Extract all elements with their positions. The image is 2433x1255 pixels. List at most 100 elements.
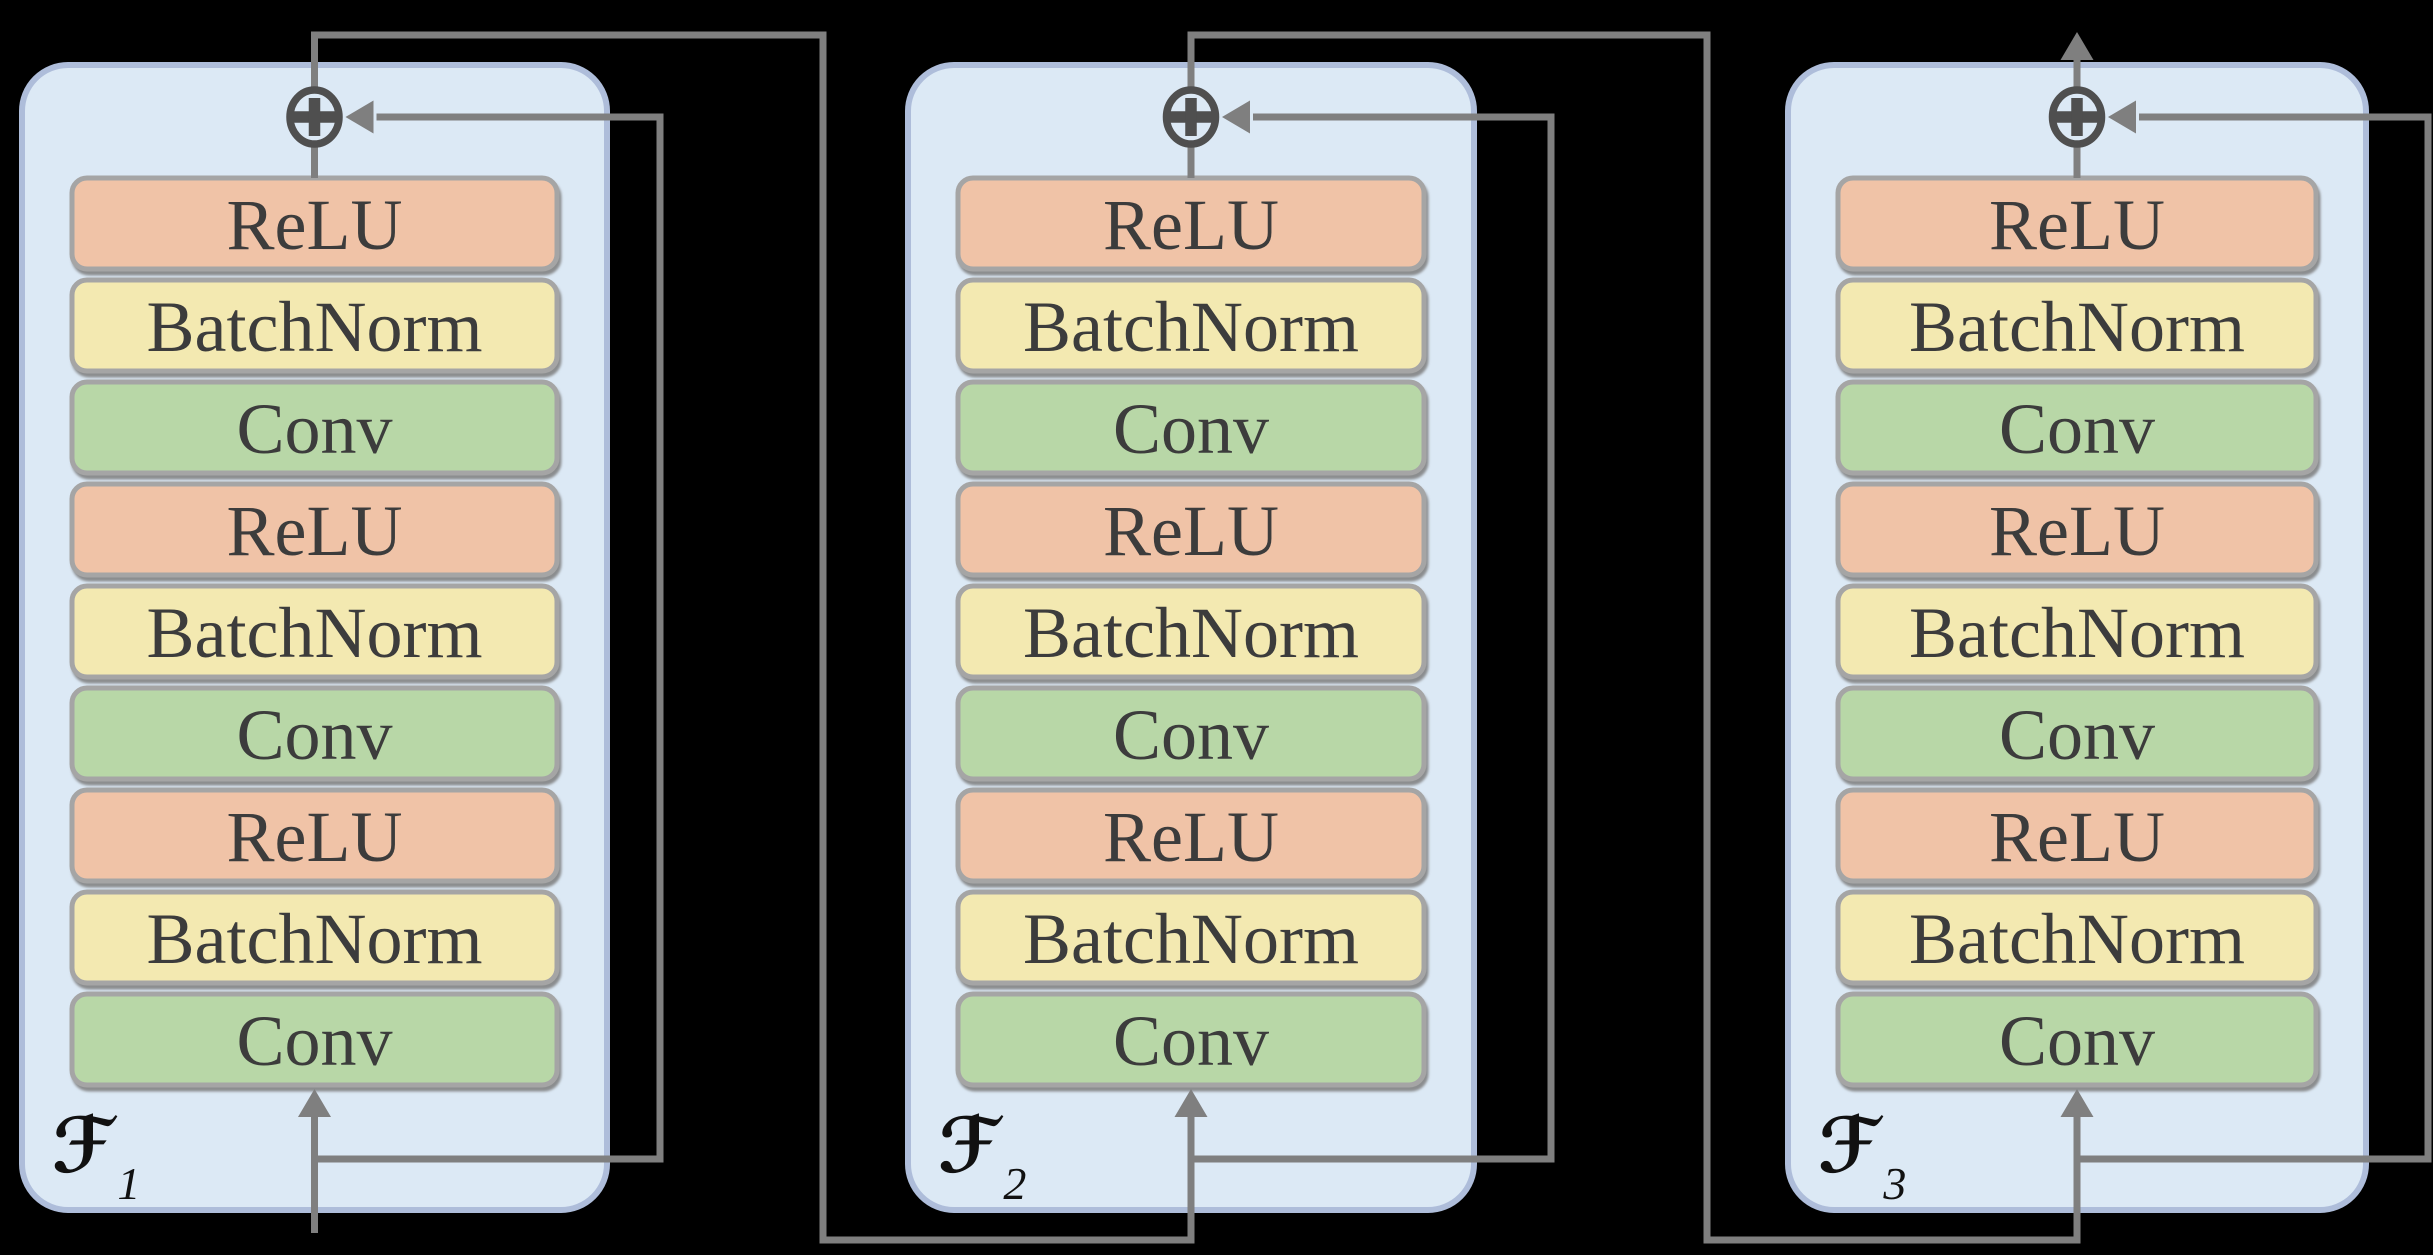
layer-label: BatchNorm — [1023, 593, 1359, 673]
layer-relu-7: ReLU — [69, 787, 560, 884]
output-connector-F2 — [1187, 31, 2081, 1244]
layer-relu-4: ReLU — [1835, 481, 2319, 578]
layer-label: Conv — [1999, 1001, 2155, 1081]
layer-batchnorm-2: BatchNorm — [69, 277, 560, 374]
layer-label: BatchNorm — [1909, 287, 2245, 367]
add-operator-icon-F2 — [1162, 86, 1220, 148]
input-arrowhead-icon — [298, 1089, 331, 1117]
layer-label: ReLU — [1989, 797, 2165, 877]
layer-pill-batchnorm — [1835, 277, 2319, 374]
function-subscript: 1 — [117, 1158, 140, 1209]
layer-conv-6: Conv — [69, 685, 560, 782]
layer-pill-batchnorm — [1835, 583, 2319, 680]
function-subscript: 2 — [1003, 1158, 1026, 1209]
layer-conv-9: Conv — [955, 991, 1427, 1088]
layer-batchnorm-2: BatchNorm — [955, 277, 1427, 374]
skip-arrowhead-icon — [345, 100, 374, 134]
skip-arrowhead-icon — [2108, 100, 2136, 134]
input-arrowhead-icon — [1174, 1089, 1208, 1117]
layer-pill-conv — [955, 685, 1427, 782]
layer-pill-relu — [69, 787, 560, 884]
skip-connector-F2 — [1191, 113, 1555, 1163]
add-operator-icon-F1 — [286, 86, 343, 148]
skip-connector-F3 — [2077, 113, 2432, 1163]
layer-pill-relu — [1835, 787, 2319, 884]
layer-label: ReLU — [227, 797, 403, 877]
layer-pill-conv — [1835, 685, 2319, 782]
layer-label: Conv — [1113, 389, 1269, 469]
layer-conv-3: Conv — [69, 379, 560, 476]
arrowheads-layer — [298, 32, 2136, 1117]
layer-pill-conv — [1835, 991, 2319, 1088]
layer-batchnorm-5: BatchNorm — [69, 583, 560, 680]
layer-conv-3: Conv — [1835, 379, 2319, 476]
layer-conv-9: Conv — [1835, 991, 2319, 1088]
function-symbol: ℱ — [1818, 1101, 1884, 1190]
layer-pill-batchnorm — [955, 889, 1427, 986]
block-function-label: ℱ1 — [52, 1101, 140, 1209]
layer-pill-relu — [955, 787, 1427, 884]
layer-label: BatchNorm — [147, 899, 483, 979]
layer-relu-1: ReLU — [1835, 175, 2319, 272]
layer-label: Conv — [1999, 389, 2155, 469]
layer-label: BatchNorm — [1023, 287, 1359, 367]
layer-batchnorm-5: BatchNorm — [1835, 583, 2319, 680]
layer-label: BatchNorm — [1023, 899, 1359, 979]
layer-pill-relu — [1835, 481, 2319, 578]
layer-batchnorm-8: BatchNorm — [955, 889, 1427, 986]
residual-block-F1: ReLUBatchNormConvReLUBatchNormConvReLUBa… — [19, 62, 610, 1213]
layer-label: BatchNorm — [147, 593, 483, 673]
layer-pill-conv — [955, 379, 1427, 476]
layer-conv-3: Conv — [955, 379, 1427, 476]
layer-pill-batchnorm — [69, 583, 560, 680]
layer-relu-4: ReLU — [955, 481, 1427, 578]
skip-connector-F1 — [314, 113, 664, 1163]
layer-batchnorm-2: BatchNorm — [1835, 277, 2319, 374]
layer-label: Conv — [1113, 695, 1269, 775]
layer-pill-batchnorm — [955, 277, 1427, 374]
function-subscript: 3 — [1882, 1158, 1906, 1209]
layer-conv-9: Conv — [69, 991, 560, 1088]
layer-label: ReLU — [227, 185, 403, 265]
layer-batchnorm-8: BatchNorm — [1835, 889, 2319, 986]
layer-pill-batchnorm — [955, 583, 1427, 680]
layer-relu-1: ReLU — [955, 175, 1427, 272]
block-function-label: ℱ3 — [1818, 1101, 1906, 1209]
layer-pill-conv — [69, 685, 560, 782]
layer-pill-relu — [955, 481, 1427, 578]
layer-label: ReLU — [227, 491, 403, 571]
output-connector-F1 — [311, 31, 1195, 1244]
function-symbol: ℱ — [938, 1101, 1004, 1190]
layer-label: Conv — [1999, 695, 2155, 775]
layer-label: Conv — [236, 1001, 392, 1081]
layer-label: ReLU — [1103, 797, 1279, 877]
connectors-layer — [311, 31, 2432, 1244]
residual-block-F2: ReLUBatchNormConvReLUBatchNormConvReLUBa… — [905, 62, 1477, 1213]
function-symbol: ℱ — [52, 1101, 118, 1190]
layer-relu-1: ReLU — [69, 175, 560, 272]
layer-pill-conv — [1835, 379, 2319, 476]
layer-batchnorm-5: BatchNorm — [955, 583, 1427, 680]
layer-label: ReLU — [1103, 185, 1279, 265]
layer-conv-6: Conv — [955, 685, 1427, 782]
layer-pill-relu — [69, 481, 560, 578]
layer-conv-6: Conv — [1835, 685, 2319, 782]
layer-label: ReLU — [1989, 491, 2165, 571]
layer-relu-7: ReLU — [955, 787, 1427, 884]
skip-arrowhead-icon — [1222, 100, 1250, 134]
layer-relu-7: ReLU — [1835, 787, 2319, 884]
layer-label: Conv — [1113, 1001, 1269, 1081]
blocks-layer: ReLUBatchNormConvReLUBatchNormConvReLUBa… — [19, 62, 2369, 1213]
layer-label: Conv — [236, 695, 392, 775]
layer-pill-batchnorm — [1835, 889, 2319, 986]
layer-pill-conv — [69, 991, 560, 1088]
layer-label: BatchNorm — [1909, 899, 2245, 979]
output-arrowhead-icon — [2060, 32, 2094, 60]
layer-label: ReLU — [1103, 491, 1279, 571]
layer-label: Conv — [236, 389, 392, 469]
residual-block-F3: ReLUBatchNormConvReLUBatchNormConvReLUBa… — [1785, 62, 2369, 1213]
layer-pill-conv — [955, 991, 1427, 1088]
layer-relu-4: ReLU — [69, 481, 560, 578]
layer-label: BatchNorm — [147, 287, 483, 367]
